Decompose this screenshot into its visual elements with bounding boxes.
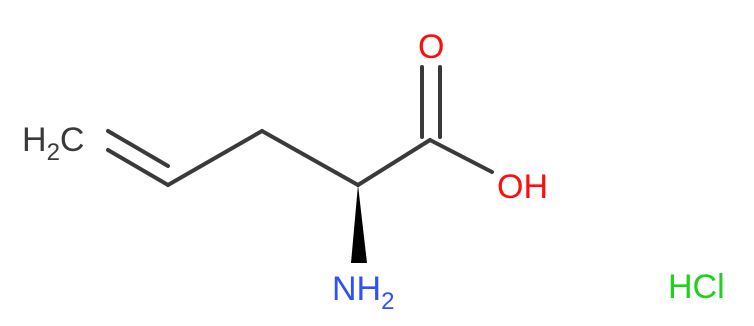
amine-label: NH2 [332,270,394,315]
bond-c2-c1 [356,138,432,187]
terminal-ch2-label: H2C [22,121,84,166]
carbonyl-oxygen-label: O [418,28,444,66]
hydroxyl-label: OH [497,168,548,206]
alkene-double-bond-upper [106,129,170,168]
hcl-salt-label: HCl [668,268,725,306]
bond-c3-c4 [166,129,264,187]
bond-c1-oh [428,138,494,174]
alkene-double-bond-lower [106,148,170,187]
stereo-wedge-bond [351,185,367,263]
bond-c3-c2 [260,129,360,187]
